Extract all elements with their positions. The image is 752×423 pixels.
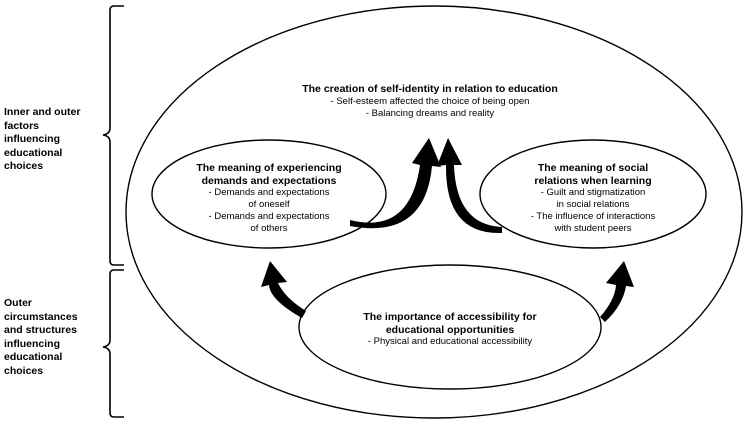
social-item: with student peers <box>554 223 632 234</box>
demands-title: The meaning of experiencing <box>196 162 342 174</box>
accessibility-item: - Physical and educational accessibility <box>367 336 533 347</box>
side-label-line: educational <box>4 146 63 159</box>
demands-item: - Demands and expectations <box>208 211 330 222</box>
side-label-line: educational <box>4 351 63 363</box>
arrow-accessibility-to-demands <box>261 261 306 318</box>
demands-item: of others <box>250 223 288 234</box>
lower-brace <box>102 269 124 418</box>
demands-item: of oneself <box>248 199 290 210</box>
demands-ellipse <box>151 139 387 249</box>
social-ellipse <box>479 139 707 249</box>
accessibility-title: educational opportunities <box>385 323 515 336</box>
social-title: relations when learning <box>534 174 652 187</box>
side-label-line: circumstances <box>4 310 78 323</box>
side-label-line: and structures <box>4 324 77 336</box>
self-identity-item: - Balancing dreams and reality <box>365 107 495 119</box>
side-label-line: factors <box>4 119 40 132</box>
side-label-line: choices <box>4 364 44 377</box>
arrow-accessibility-to-social <box>600 261 634 322</box>
arrow-social-to-identity <box>437 138 502 234</box>
accessibility-ellipse <box>298 264 602 390</box>
side-label-line: influencing <box>4 133 60 145</box>
side-label-line: Inner and outer <box>4 106 81 118</box>
social-item: - The influence of interactions <box>530 211 656 222</box>
inner-outer-factors-label: Inner and outer factors influencing educ… <box>4 106 80 174</box>
social-block: The meaning of social relations when lea… <box>494 162 692 235</box>
outer-ellipse <box>125 5 743 419</box>
accessibility-block: The importance of accessibility for educ… <box>320 311 580 348</box>
side-label-line: choices <box>4 160 44 172</box>
upper-brace <box>102 5 124 266</box>
demands-item: - Demands and expectations <box>208 187 330 198</box>
outer-circumstances-label: Outer circumstances and structures influ… <box>4 297 78 378</box>
side-label-line: influencing <box>4 337 60 350</box>
self-identity-item: - Self-esteem affected the choice of bei… <box>330 95 530 107</box>
self-identity-title: The creation of self-identity in relatio… <box>302 83 558 95</box>
arrow-demands-to-identity <box>350 138 441 229</box>
accessibility-title: The importance of accessibility for <box>363 311 537 323</box>
social-item: - Guilt and stigmatization <box>540 187 646 198</box>
social-item: in social relations <box>556 199 630 210</box>
side-label-line: Outer <box>4 297 33 309</box>
demands-block: The meaning of experiencing demands and … <box>167 162 371 235</box>
social-title: The meaning of social <box>537 162 649 174</box>
self-identity-block: The creation of self-identity in relatio… <box>0 83 752 120</box>
demands-title: demands and expectations <box>201 174 337 187</box>
